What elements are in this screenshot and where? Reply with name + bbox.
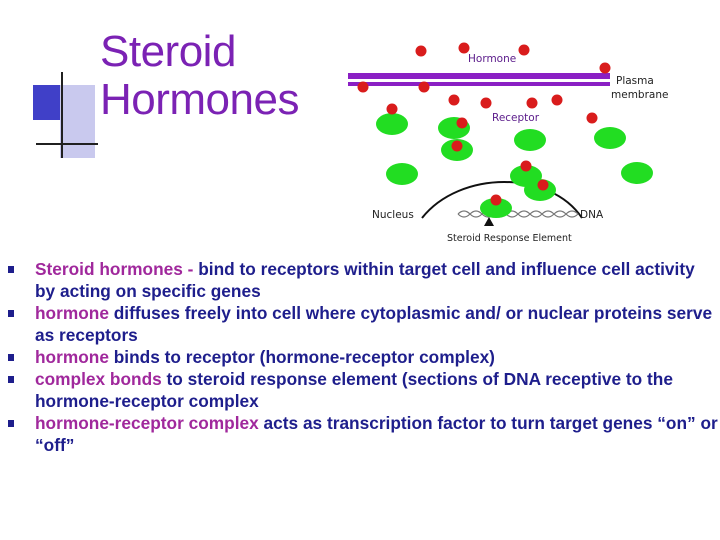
hormone-group: [357, 42, 611, 206]
receptor: [480, 198, 512, 218]
label-sre: Steroid Response Element: [447, 233, 572, 244]
receptor: [594, 127, 626, 149]
steroid-hormone-diagram: Hormone Plasma membrane Receptor Nucleus…: [348, 42, 668, 244]
bullet-text: acts as transcription factor to turn tar…: [35, 413, 718, 455]
hormone: [490, 194, 502, 206]
label-nucleus: Nucleus: [372, 209, 414, 221]
label-receptor: Receptor: [492, 112, 540, 124]
bullet-text: to steroid response element (sections of…: [35, 369, 673, 411]
hormone: [537, 179, 549, 191]
receptor: [386, 163, 418, 185]
hormone: [418, 81, 430, 93]
hormone: [448, 94, 460, 106]
bullet-highlight: Steroid hormones -: [35, 259, 199, 279]
hormone: [480, 97, 492, 109]
label-dna: DNA: [580, 209, 604, 221]
bullet-item: complex bonds to steroid response elemen…: [8, 368, 718, 412]
bullet-item: hormone-receptor complex acts as transcr…: [8, 412, 718, 456]
decor-square-lavender: [60, 85, 95, 158]
hormone: [386, 103, 398, 115]
bullet-square-icon: [8, 310, 14, 317]
bullet-highlight: hormone-receptor complex: [35, 413, 259, 433]
bullet-text: diffuses freely into cell where cytoplas…: [35, 303, 713, 345]
receptor: [621, 162, 653, 184]
hormone: [551, 94, 563, 106]
decor-line-horizontal: [36, 143, 98, 145]
hormone: [526, 97, 538, 109]
label-hormone: Hormone: [468, 53, 516, 65]
dna-strand: [457, 210, 579, 218]
receptor: [514, 129, 546, 151]
receptor: [376, 113, 408, 135]
slide-title: Steroid Hormones: [100, 28, 299, 124]
hormone: [357, 81, 369, 93]
bullet-item: hormone diffuses freely into cell where …: [8, 302, 718, 346]
bullet-square-icon: [8, 266, 14, 273]
hormone: [520, 160, 532, 172]
bullet-item: Steroid hormones - bind to receptors wit…: [8, 258, 718, 302]
sre-pointer: [484, 217, 494, 226]
bullet-square-icon: [8, 420, 14, 427]
title-line-1: Steroid: [100, 27, 236, 76]
decor-line-vertical: [61, 72, 63, 158]
bullet-text: binds to receptor (hormone-receptor comp…: [108, 347, 495, 367]
label-plasma: Plasma: [616, 75, 654, 87]
title-line-2: Hormones: [100, 75, 299, 124]
bullet-square-icon: [8, 354, 14, 361]
bullet-highlight: hormone: [35, 347, 109, 367]
hormone: [415, 45, 427, 57]
hormone: [586, 112, 598, 124]
plasma-membrane-lower: [348, 82, 610, 86]
hormone: [599, 62, 611, 74]
bullet-highlight: complex bonds: [35, 369, 162, 389]
bullet-list: Steroid hormones - bind to receptors wit…: [8, 258, 718, 456]
hormone: [451, 140, 463, 152]
hormone: [456, 117, 468, 129]
bullet-item: hormone binds to receptor (hormone-recep…: [8, 346, 718, 368]
bullet-text: bind to receptors within target cell and…: [35, 259, 695, 301]
plasma-membrane: [348, 73, 610, 79]
hormone: [518, 44, 530, 56]
bullet-highlight: hormone: [35, 303, 109, 323]
nuclear-envelope: [421, 181, 583, 219]
receptor-group: [376, 113, 653, 218]
decor-square-blue: [33, 85, 63, 120]
label-membrane: membrane: [611, 89, 668, 101]
hormone: [458, 42, 470, 54]
bullet-square-icon: [8, 376, 14, 383]
